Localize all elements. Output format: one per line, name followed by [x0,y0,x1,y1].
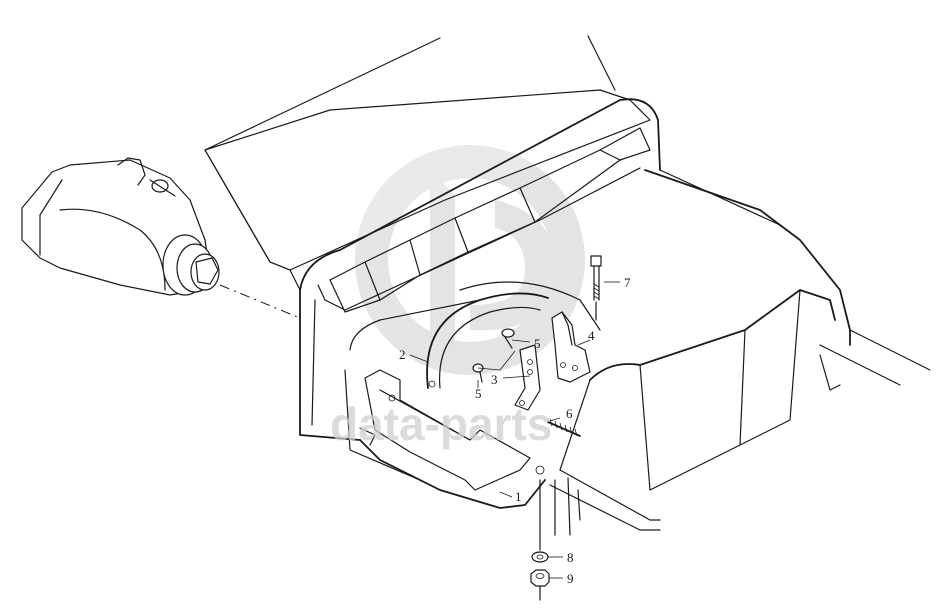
tray-housing [299,169,931,536]
part-5-bolts [472,328,515,383]
part-8-washer [531,479,549,563]
callout-6: 6 [566,406,573,421]
callout-labels: 1 2 3 4 5 5 6 7 8 9 [399,275,631,586]
body-panel [204,35,661,313]
callout-3: 3 [491,372,498,387]
callout-5-lower: 5 [475,386,482,401]
leader-lines [409,281,620,579]
callout-7: 7 [624,275,631,290]
part-4-clamp [551,311,591,383]
callout-4: 4 [588,328,595,343]
part-6-threaded-stud [547,418,581,437]
part-2-heat-shield [426,281,601,389]
callout-8: 8 [567,550,574,565]
motor-assembly [21,157,301,319]
part-3-bracket [514,344,541,411]
part-7-bolt [590,255,602,321]
callout-5-upper: 5 [534,336,541,351]
watermark-text: data-parts [330,398,552,450]
part-1-mounting-plate [359,369,545,491]
callout-2: 2 [399,347,406,362]
callout-9: 9 [567,571,574,586]
callout-1: 1 [515,489,522,504]
watermark-logo [355,145,585,375]
part-9-nut [530,569,550,601]
